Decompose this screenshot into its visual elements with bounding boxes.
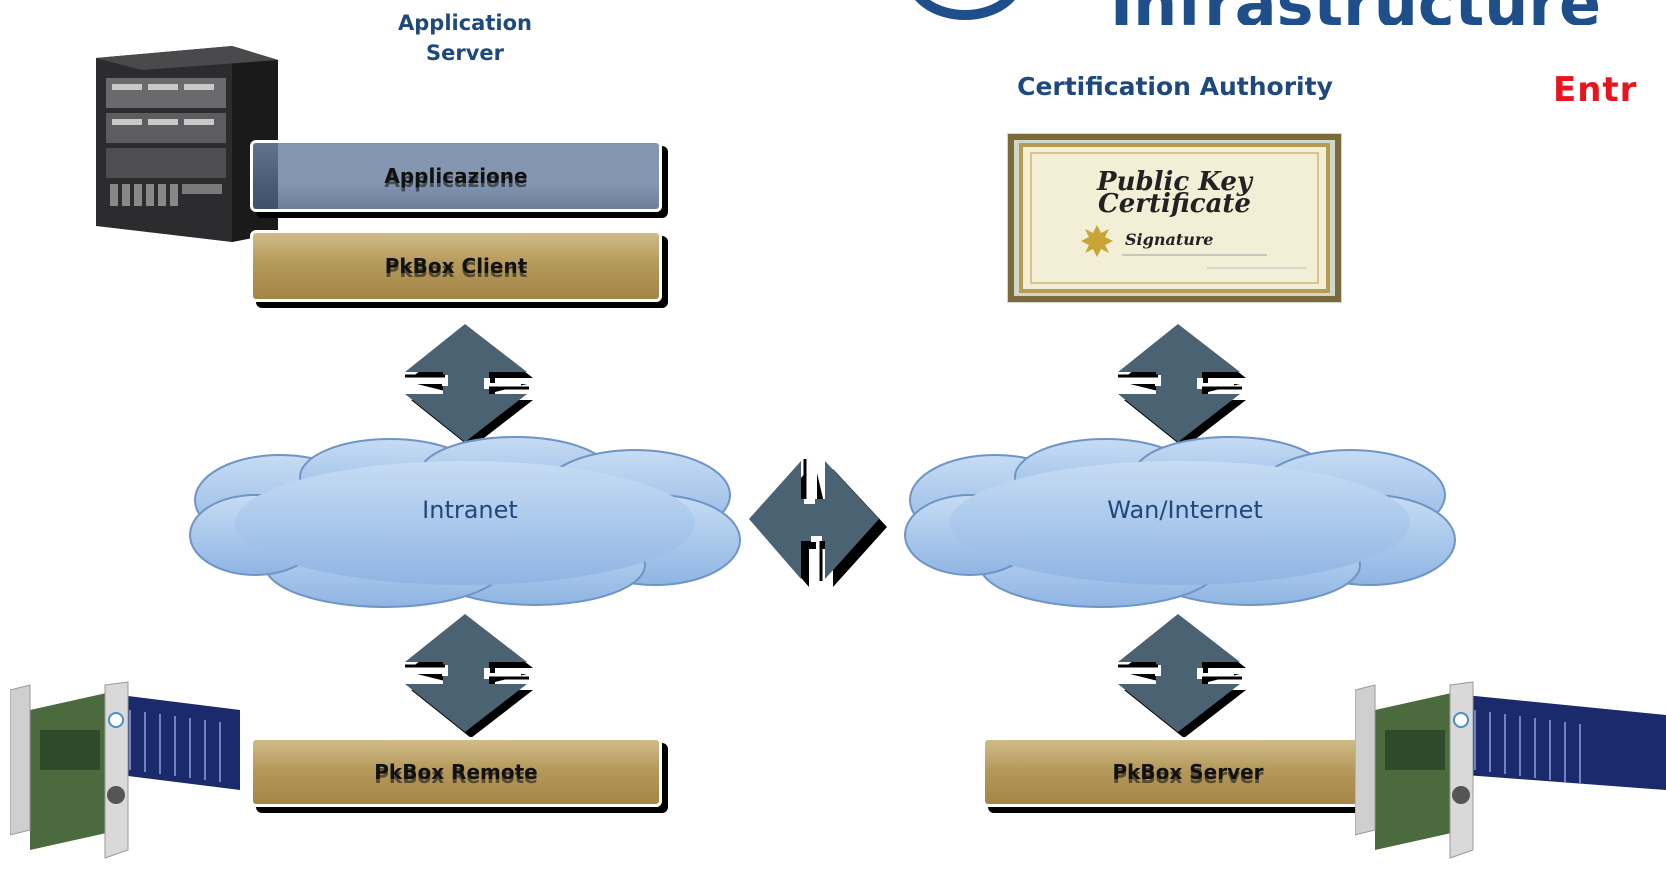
seal-icon <box>1081 225 1113 257</box>
cloud-intranet <box>189 436 741 608</box>
cloud-internet <box>904 436 1456 608</box>
applicazione-ghost: Applicazione <box>384 168 528 192</box>
certificate-line1: Public Key <box>1097 167 1252 197</box>
pkbox-server-label: PkBox Server <box>1112 760 1264 784</box>
pkbox-remote-ghost: PkBox Remote <box>374 764 538 788</box>
logo-circle-icon <box>915 0 1015 20</box>
banner-title: Infrastructure <box>1110 0 1601 25</box>
red-partial-title: Entr <box>1553 70 1638 110</box>
ca-title: Certification Authority <box>1017 72 1333 101</box>
hsm-card-left-image <box>10 681 240 859</box>
pkbox-server-ghost: PkBox Server <box>1112 764 1264 788</box>
pkbox-client-label: PkBox Client <box>384 254 528 278</box>
arrow-intranet-remote <box>405 610 540 745</box>
arrow-intranet-internet <box>749 459 887 587</box>
certificate-image: Public Key Certificate Signature <box>1007 133 1342 303</box>
pkbox-client-box: PkBox Client PkBox Client <box>250 230 662 302</box>
applicazione-label: Applicazione <box>384 164 528 188</box>
hsm-card-right-image <box>1355 681 1666 859</box>
pkbox-client-ghost: PkBox Client <box>384 258 528 282</box>
certificate-line2: Certificate <box>1098 189 1251 219</box>
applicazione-box: Applicazione Applicazione <box>250 140 662 212</box>
certificate-signature: Signature <box>1125 230 1214 249</box>
pkbox-remote-box: PkBox Remote PkBox Remote <box>250 737 662 807</box>
arrow-internet-server <box>1118 610 1253 745</box>
pkbox-server-box: PkBox Server PkBox Server <box>982 737 1394 807</box>
cloud-internet-label: Wan/Internet <box>1107 496 1263 524</box>
pkbox-remote-label: PkBox Remote <box>374 760 538 784</box>
top-logo-banner: Infrastructure <box>915 0 1666 25</box>
cloud-intranet-label: Intranet <box>422 496 518 524</box>
app-server-title: Application Server <box>398 11 532 65</box>
server-rack-image <box>82 38 282 243</box>
